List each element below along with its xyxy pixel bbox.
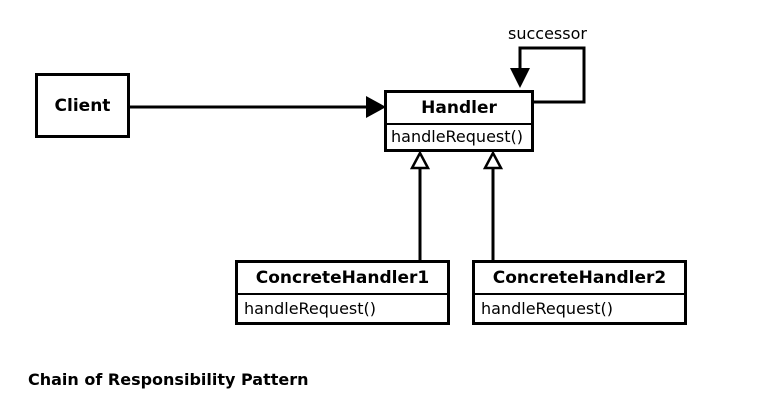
concrete-handler-2-inheritance-arrow: [482, 150, 504, 260]
concrete-handler-1-method: handleRequest(): [238, 293, 447, 321]
concrete-handler-1-class-name: ConcreteHandler1: [255, 268, 430, 288]
client-to-handler-arrow: [130, 96, 386, 118]
successor-self-loop: [510, 46, 586, 104]
concrete-handler-1-class-box: ConcreteHandler1 handleRequest(): [235, 260, 450, 325]
client-class-box: Client: [35, 73, 130, 138]
successor-label: successor: [508, 24, 587, 43]
concrete-handler-2-method: handleRequest(): [475, 293, 684, 321]
handler-class-name: Handler: [421, 98, 497, 118]
concrete-handler-2-class-box: ConcreteHandler2 handleRequest(): [472, 260, 687, 325]
concrete-handler-2-class-name: ConcreteHandler2: [492, 268, 667, 288]
client-class-name: Client: [54, 95, 111, 116]
handler-method: handleRequest(): [387, 123, 531, 149]
diagram-caption: Chain of Responsibility Pattern: [28, 370, 309, 389]
concrete-handler-1-inheritance-arrow: [409, 150, 431, 260]
handler-class-box: Handler handleRequest(): [384, 90, 534, 152]
